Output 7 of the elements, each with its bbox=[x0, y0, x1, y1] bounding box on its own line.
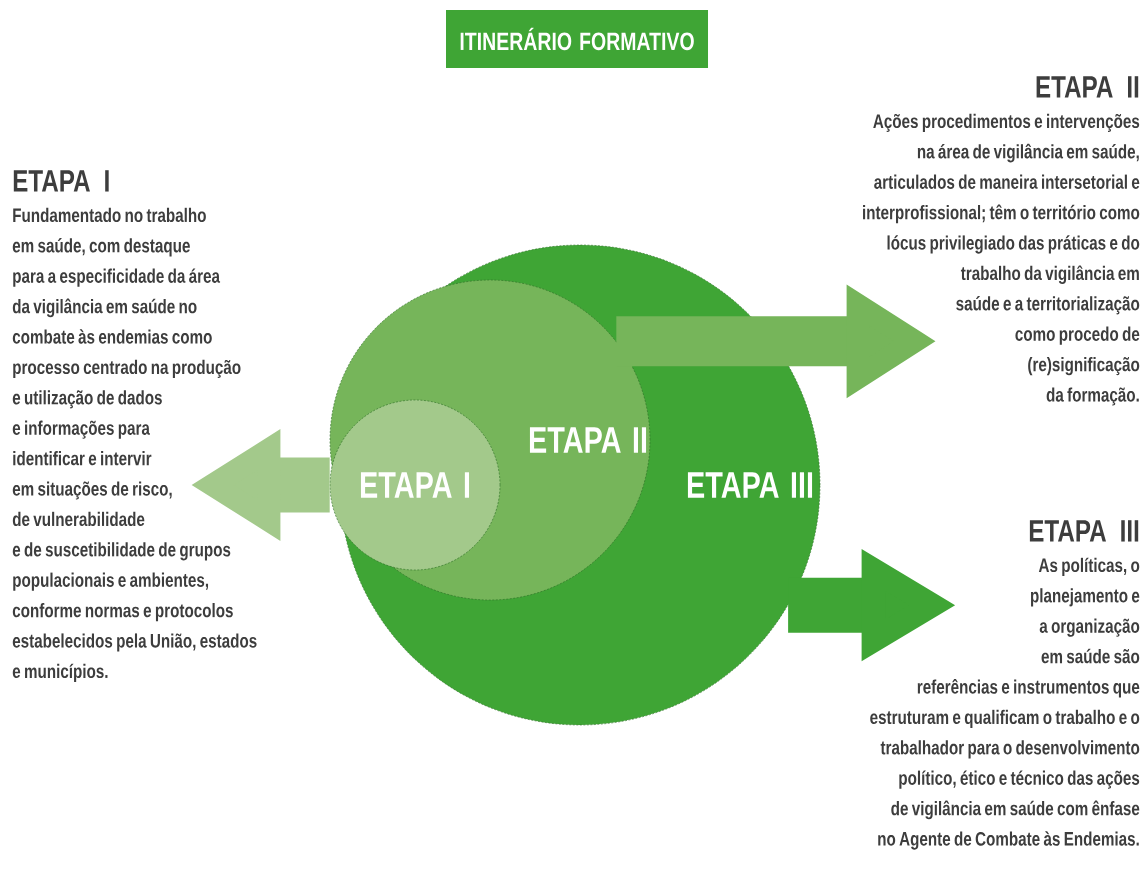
paragraph: Ações procedimentos e intervenções na área de vigilância em saúde, articulados de maneira intersetorial e interprofissional; têm o território como lócus privilegiado das práticas e do trabalho da vigilância em saúde e a territorialização como procedo de (re)significação da formação. bbox=[863, 113, 1140, 406]
heading: ETAPA II bbox=[1036, 76, 1139, 98]
heading: ETAPA III bbox=[1029, 520, 1139, 542]
paragraph: Fundamentado no trabalho em saúde, com destaque para a especificidade da área da vigilância em saúde no combate às endemias como processo centrado na produção e utilização de dados e informações para identificar e intervir em situações de risco, de vulnerabilidade e de suscetibilidade de grupos populacionais e ambientes, conforme normas e protocolos estabelecidos pela União, estados e municípios. bbox=[12, 207, 257, 682]
heading: ETAPA I bbox=[13, 170, 109, 192]
paragraph: As políticas, o planejamento e a organização em saúde são referências e instrumentos que estruturam e qualificam o trabalho e o trabalhador para o desenvolvimento político, ético e técnico das ações de vigilância em saúde com ênfase no Agente de Combate às Endemias. bbox=[870, 557, 1140, 850]
title-banner: ITINERÁRIO FORMATIVO bbox=[446, 10, 708, 68]
